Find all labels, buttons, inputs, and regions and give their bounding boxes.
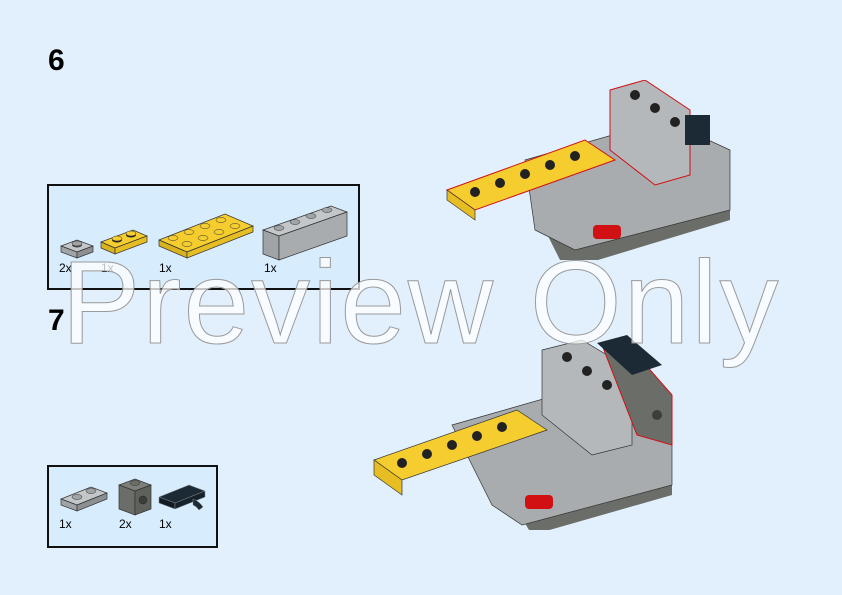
part-quantity: 1x bbox=[101, 261, 114, 275]
part-quantity: 2x bbox=[119, 517, 132, 531]
part-yellow-plate-2x4 bbox=[158, 213, 254, 259]
part-black-plate-1x2-with-clip bbox=[158, 484, 206, 511]
build-model-step-6 bbox=[445, 80, 731, 260]
step-number-6: 6 bbox=[48, 44, 65, 77]
part-quantity: 1x bbox=[264, 261, 277, 275]
step-number-7: 7 bbox=[48, 304, 65, 337]
part-quantity: 2x bbox=[59, 261, 72, 275]
build-model-step-7 bbox=[373, 335, 673, 530]
part-light-gray-plate-1x2 bbox=[60, 486, 108, 512]
part-quantity: 1x bbox=[59, 517, 72, 531]
parts-list-step-7: 1x 2x 1x bbox=[47, 465, 218, 548]
part-dark-gray-brick-1x1-with-stud-on-side bbox=[118, 478, 152, 516]
part-yellow-plate-1x2 bbox=[100, 229, 148, 255]
part-light-gray-plate-1x1 bbox=[60, 239, 94, 259]
part-quantity: 1x bbox=[159, 261, 172, 275]
part-light-gray-brick-1x4 bbox=[261, 205, 349, 261]
part-quantity: 1x bbox=[159, 517, 172, 531]
parts-list-step-6: 2x 1x 1x 1x bbox=[47, 184, 360, 290]
